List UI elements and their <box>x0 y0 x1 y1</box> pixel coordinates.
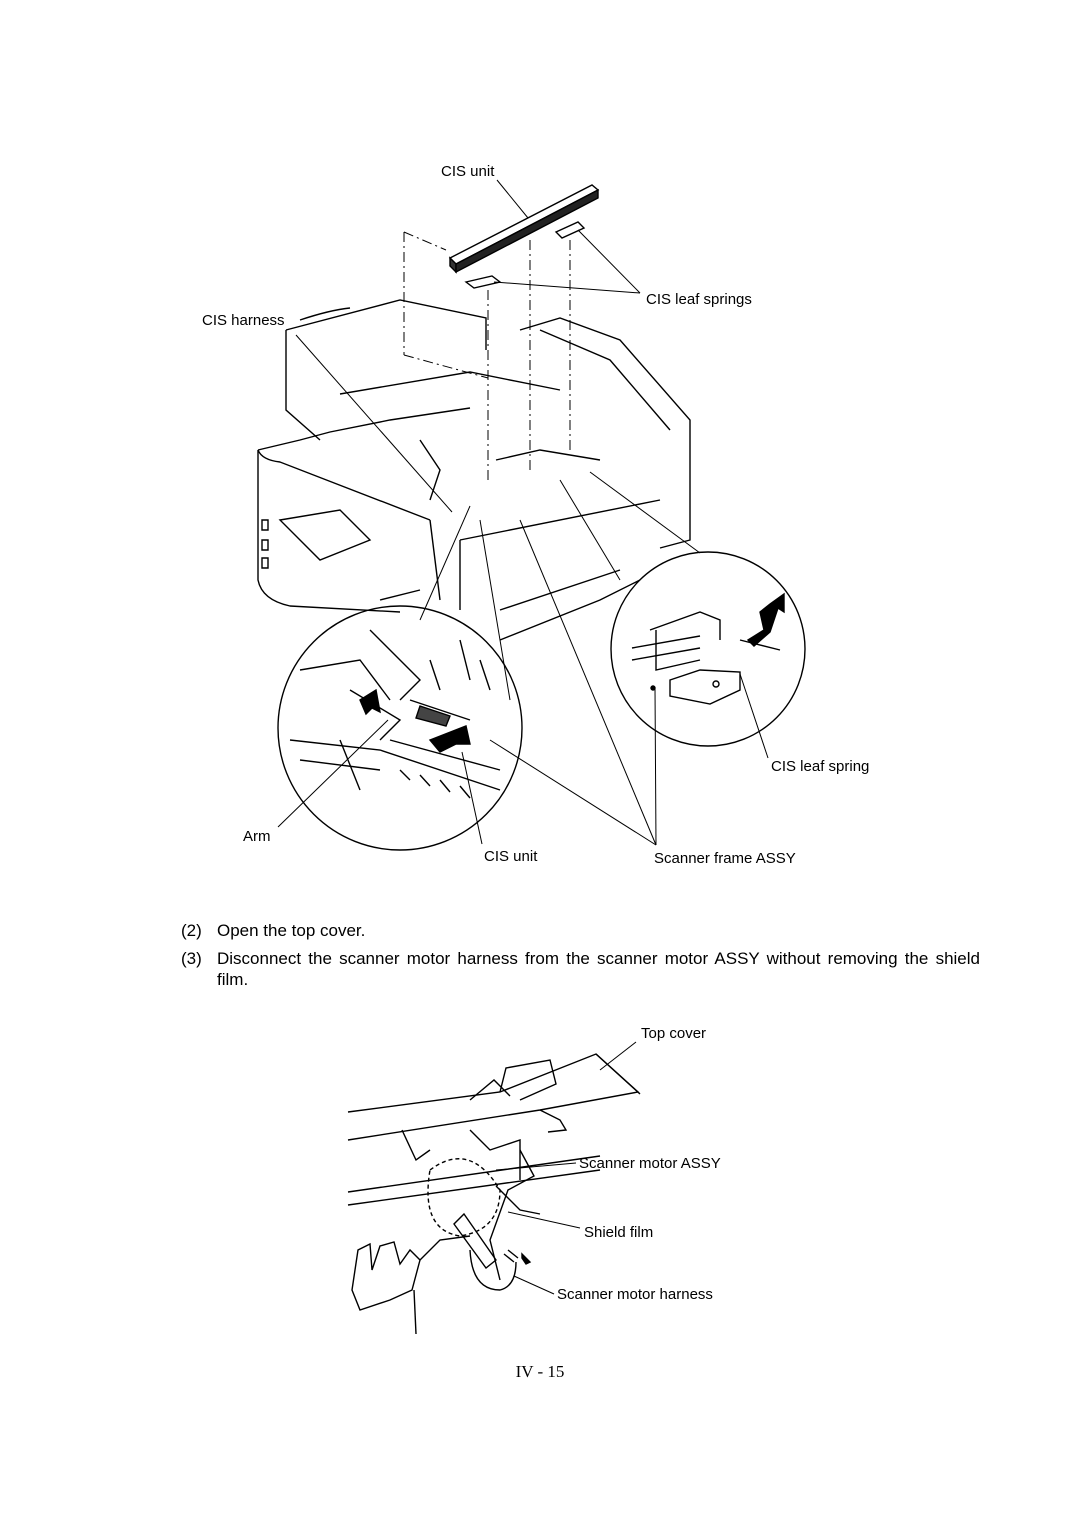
cis-unit-bar-drawing <box>448 184 600 274</box>
top-cover-drawing <box>347 1053 641 1141</box>
label-cis-unit-top: CIS unit <box>441 163 495 180</box>
label-scanner-motor-assy: Scanner motor ASSY <box>579 1155 721 1172</box>
step-2-number: (2) <box>181 921 202 940</box>
machine-body-drawing <box>257 299 691 641</box>
page-number: IV - 15 <box>515 1362 565 1381</box>
step-3-text: Disconnect the scanner motor harness fro… <box>217 949 980 989</box>
label-arm: Arm <box>243 828 271 845</box>
step-2-text: Open the top cover. <box>217 921 366 940</box>
label-cis-harness: CIS harness <box>202 312 285 329</box>
cis-removal-illustration <box>257 179 806 851</box>
label-shield-film: Shield film <box>584 1224 654 1241</box>
leaf-spring-detail-circle <box>610 551 806 747</box>
arm-detail-circle <box>277 605 523 851</box>
label-cis-leaf-springs: CIS leaf springs <box>646 291 752 308</box>
label-scanner-frame-assy: Scanner frame ASSY <box>654 850 796 867</box>
label-scanner-motor-harness: Scanner motor harness <box>557 1286 713 1303</box>
label-cis-leaf-spring: CIS leaf spring <box>771 758 870 775</box>
label-cis-unit-bottom: CIS unit <box>484 848 538 865</box>
step-2: (2) Open the top cover. <box>181 920 981 942</box>
step-3-number: (3) <box>181 949 202 968</box>
scanner-body-drawing <box>347 1129 601 1335</box>
leaf-spring-drawing <box>464 221 586 289</box>
step-3: (3) Disconnect the scanner motor harness… <box>181 948 980 992</box>
label-top-cover: Top cover <box>641 1025 707 1042</box>
